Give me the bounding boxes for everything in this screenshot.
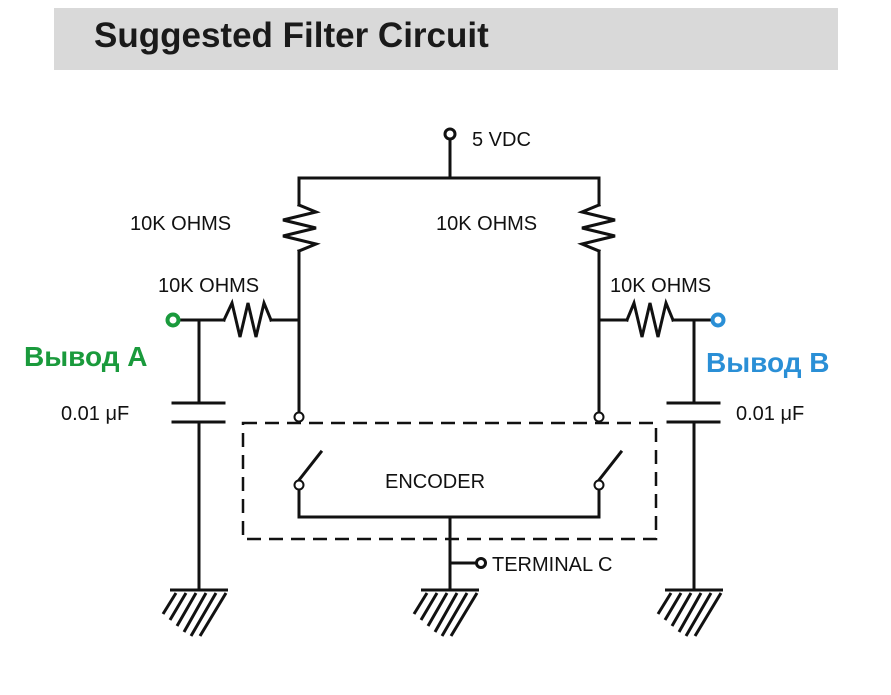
pin-b-terminal: [710, 312, 726, 328]
encoder-box: [241, 421, 658, 541]
series-resistor-right: [625, 298, 675, 338]
pullup-left-label: 10K OHMS: [130, 213, 231, 235]
pin-b-label: Вывод B: [706, 347, 829, 378]
cap-right-label: 0.01 μF: [736, 403, 804, 425]
pin-a-terminal: [165, 312, 181, 328]
supply-label: 5 VDC: [472, 129, 531, 151]
series-resistor-left: [222, 298, 273, 338]
cap-left-label: 0.01 μF: [61, 403, 129, 425]
encoder-label: ENCODER: [385, 471, 485, 493]
ground-symbol-center: [412, 588, 479, 637]
encoder-switch-right: [596, 449, 624, 483]
series-right-label: 10K OHMS: [610, 275, 711, 297]
terminal-c-label: TERMINAL C: [492, 554, 612, 576]
pullup-resistor-left: [282, 203, 321, 253]
ground-symbol-right: [656, 588, 723, 637]
pullup-right-label: 10K OHMS: [436, 213, 537, 235]
terminal-c-node: [475, 557, 487, 569]
encoder-switch-left: [296, 449, 324, 483]
ground-symbol-left: [161, 588, 228, 637]
series-left-label: 10K OHMS: [158, 275, 259, 297]
pullup-resistor-right: [577, 203, 616, 253]
pin-a-label: Вывод A: [24, 341, 147, 372]
diagram-title: Suggested Filter Circuit: [94, 16, 489, 55]
title-bar: Suggested Filter Circuit: [54, 8, 838, 70]
